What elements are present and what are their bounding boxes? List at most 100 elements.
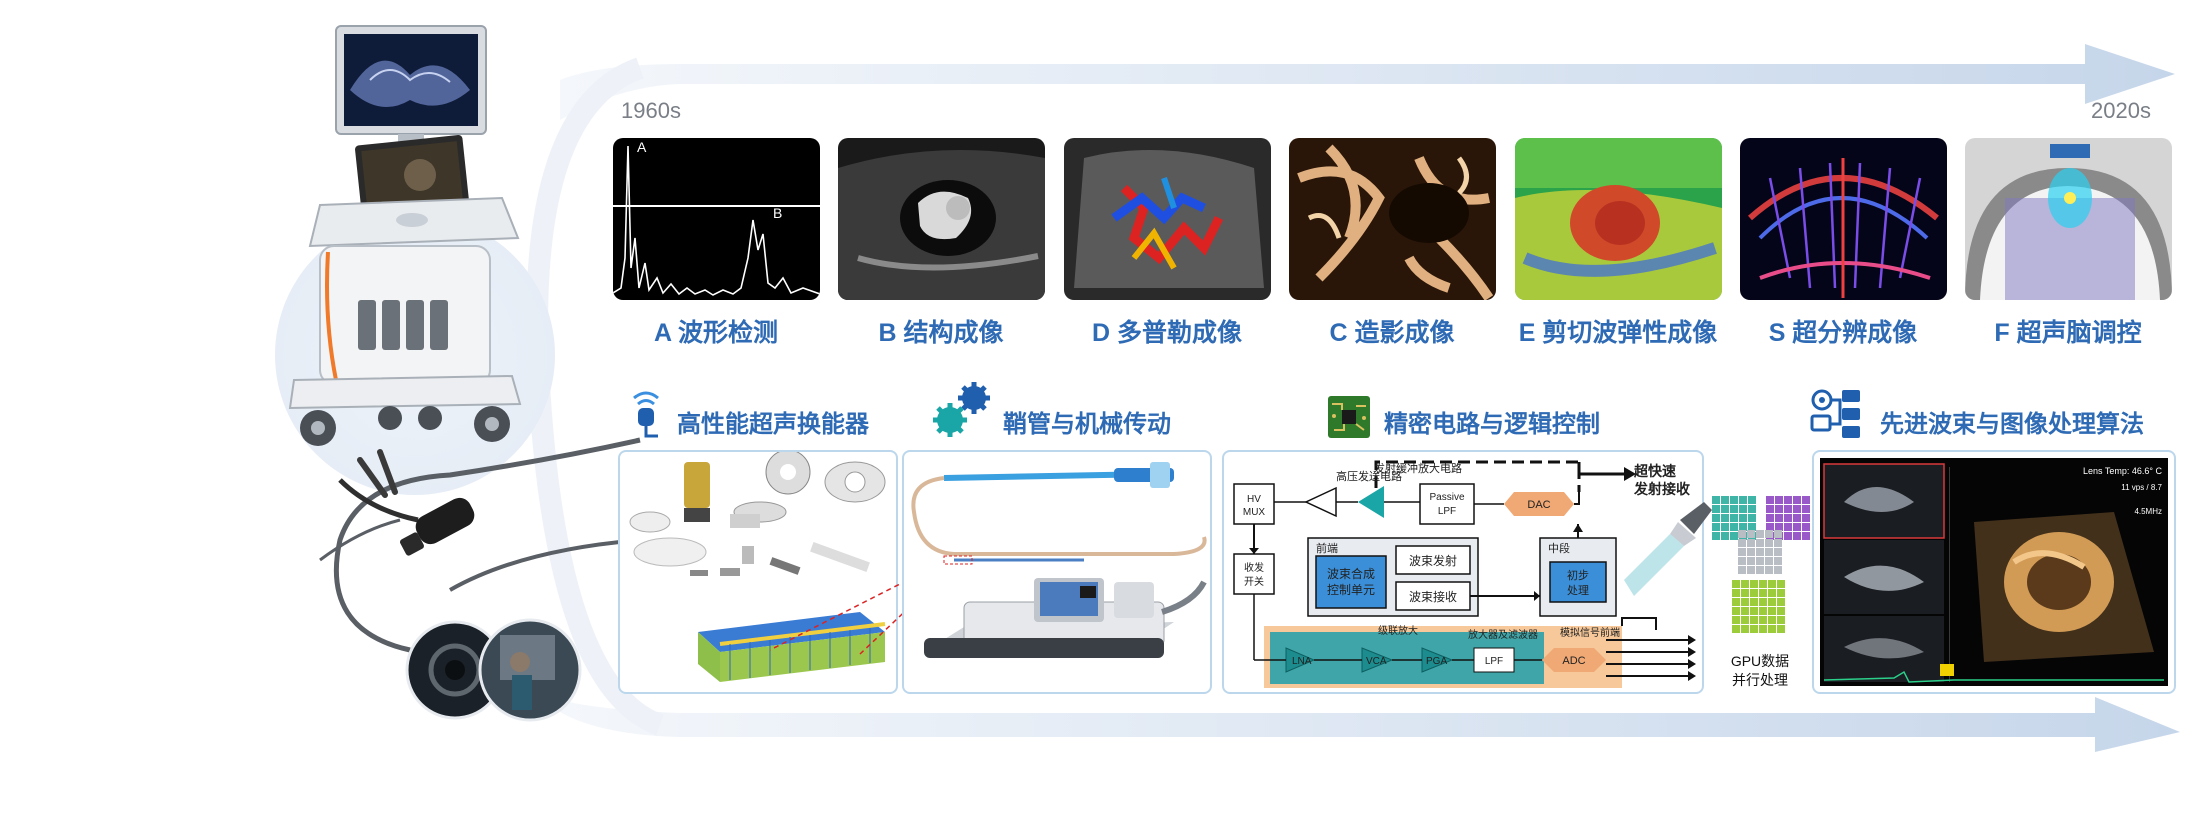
label-passive-lpf-2: LPF	[1438, 506, 1456, 517]
gpu-cell	[1741, 598, 1749, 606]
timeline-top-arrow	[560, 44, 2175, 120]
gpu-cell	[1802, 523, 1810, 531]
gpu-cell	[1784, 496, 1792, 504]
gpu-cell	[1784, 514, 1792, 522]
label-pga: PGA	[1426, 656, 1447, 667]
block-hv-mux	[1233, 483, 1275, 525]
gpu-caption-line1: GPU数据	[1730, 653, 1790, 669]
modality-label-b: B 结构成像	[878, 319, 1004, 347]
gpu-cell	[1748, 523, 1756, 531]
gpu-cell	[1721, 505, 1729, 513]
gpu-cell	[1775, 505, 1783, 513]
gpu-cell	[1712, 514, 1720, 522]
gpu-cell	[1765, 557, 1773, 565]
a-mode-peak-a: A	[637, 139, 647, 155]
gpu-cell	[1774, 548, 1782, 556]
gpu-cell	[1748, 505, 1756, 513]
label-analog-fe: 模拟信号前端	[1560, 626, 1620, 639]
gpu-cell	[1732, 607, 1740, 615]
thumbnail-contrast	[1289, 138, 1496, 300]
gpu-cell	[1730, 523, 1738, 531]
gpu-cell	[1756, 566, 1764, 574]
gpu-cell	[1756, 548, 1764, 556]
label-dac: DAC	[1527, 499, 1550, 511]
gpu-cell	[1759, 616, 1767, 624]
thumbnail-shear-wave	[1515, 138, 1722, 300]
gpu-caption: GPU数据 并行处理	[1712, 652, 1808, 690]
gpu-cell	[1777, 580, 1785, 588]
section-title-catheter: 鞘管与机械传动	[1003, 411, 1171, 438]
gpu-cell	[1777, 625, 1785, 633]
gpu-cell	[1750, 580, 1758, 588]
section-title-circuit: 精密电路与逻辑控制	[1384, 411, 1600, 438]
gpu-cell	[1738, 566, 1746, 574]
gpu-cell	[1741, 616, 1749, 624]
gpu-caption-line2: 并行处理	[1732, 672, 1788, 688]
gpu-cell	[1774, 557, 1782, 565]
panel-catheter	[902, 450, 1212, 694]
gpu-cell	[1739, 505, 1747, 513]
gpu-cell	[1712, 523, 1720, 531]
gpu-cell	[1777, 616, 1785, 624]
label-cascade-amp: 级联放大	[1378, 624, 1418, 637]
gpu-cell	[1721, 523, 1729, 531]
block-beam-ctrl	[1315, 555, 1387, 609]
modality-label-d: D 多普勒成像	[1091, 319, 1242, 347]
gpu-cell	[1721, 532, 1729, 540]
gpu-cell	[1741, 580, 1749, 588]
gpu-cell	[1730, 505, 1738, 513]
gpu-cell	[1759, 589, 1767, 597]
label-fast-1: 超快速	[1633, 463, 1676, 479]
label-beam-rx: 波束接收	[1409, 589, 1457, 604]
label-tr-2: 开关	[1244, 575, 1264, 588]
gpu-cell	[1721, 496, 1729, 504]
catheter-ivus-illustration	[319, 437, 641, 722]
gpu-cell	[1747, 539, 1755, 547]
label-adc: ADC	[1562, 655, 1585, 667]
gpu-cell	[1759, 580, 1767, 588]
gpu-cell	[1730, 514, 1738, 522]
gpu-cell	[1765, 539, 1773, 547]
section-title-algorithm: 先进波束与图像处理算法	[1880, 411, 2144, 438]
gpu-cell	[1759, 607, 1767, 615]
amp-pulse-buffer	[1358, 486, 1384, 518]
gpu-cell	[1775, 496, 1783, 504]
gpu-cell	[1747, 557, 1755, 565]
gpu-cell	[1765, 548, 1773, 556]
gpu-cell	[1738, 539, 1746, 547]
gpu-cell	[1712, 532, 1720, 540]
gpu-cell	[1732, 598, 1740, 606]
label-fast-2: 发射接收	[1633, 481, 1691, 497]
gpu-cell	[1768, 616, 1776, 624]
gpu-cell	[1730, 496, 1738, 504]
gpu-cell	[1756, 530, 1764, 538]
gpu-cell	[1756, 539, 1764, 547]
timeline-start-label: 1960s	[621, 98, 681, 123]
gpu-cell	[1802, 514, 1810, 522]
gpu-cell	[1793, 514, 1801, 522]
thumbnail-super-resolution	[1740, 138, 1947, 300]
gpu-cell	[1732, 625, 1740, 633]
label-beam-tx: 波束发射	[1409, 553, 1457, 568]
gpu-cell	[1802, 532, 1810, 540]
gpu-cell	[1741, 607, 1749, 615]
gpu-cell	[1777, 607, 1785, 615]
gpu-cell	[1741, 625, 1749, 633]
label-beam-ctrl-1: 波束合成	[1327, 566, 1375, 581]
thumbnail-doppler	[1064, 138, 1271, 300]
label-front-end: 前端	[1316, 541, 1338, 555]
gpu-cell	[1750, 616, 1758, 624]
label-hv-mux-2: MUX	[1243, 507, 1266, 518]
label-lna: LNA	[1292, 656, 1312, 667]
thumbnail-b-mode	[838, 138, 1045, 300]
modality-label-c: C 造影成像	[1329, 319, 1455, 347]
block-beam-rx	[1395, 581, 1471, 611]
timeline-end-label: 2020s	[2091, 98, 2151, 123]
gpu-cell	[1775, 523, 1783, 531]
gpu-cell	[1759, 598, 1767, 606]
block-tr-switch	[1233, 553, 1275, 595]
gpu-cell	[1802, 505, 1810, 513]
gpu-cell	[1774, 566, 1782, 574]
panel-algorithm: Lens Temp: 46.6° C 11 vps / 8.7 4.5MHz	[1812, 450, 2176, 694]
gpu-cell	[1793, 523, 1801, 531]
